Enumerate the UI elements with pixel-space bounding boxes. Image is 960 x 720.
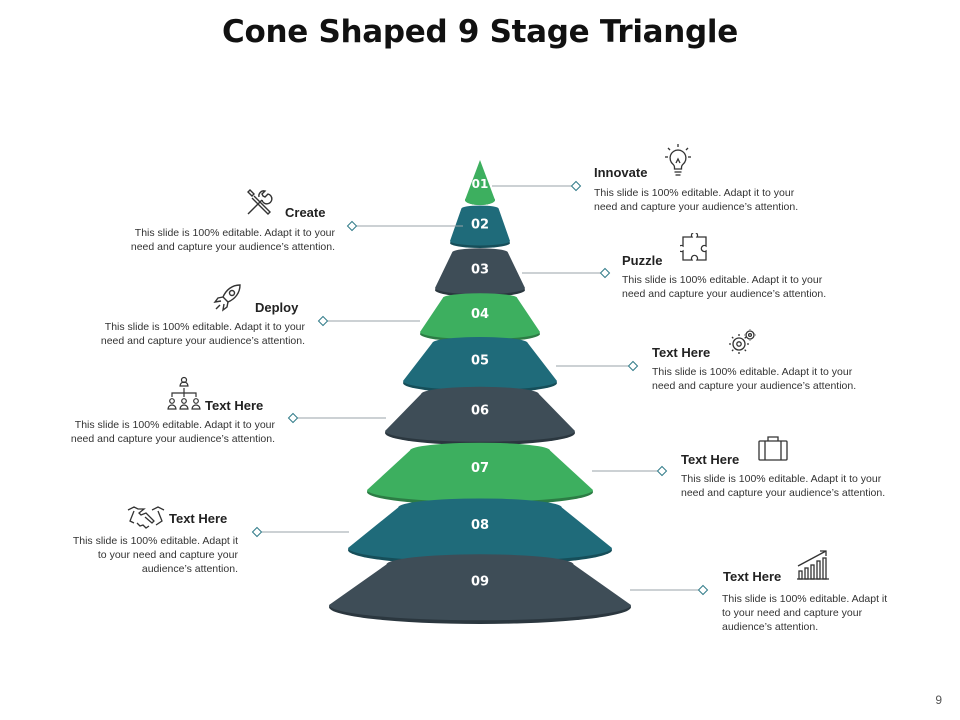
connector-diamond — [570, 180, 582, 192]
stage-number: 05 — [471, 354, 489, 369]
label-heading: Text Here — [652, 345, 711, 360]
label-heading: Text Here — [169, 511, 228, 526]
label-description: This slide is 100% editable. Adapt it to… — [652, 366, 857, 392]
connector-diamond — [251, 526, 263, 538]
stage-number: 06 — [471, 404, 489, 419]
label-heading: Innovate — [594, 165, 648, 180]
label-heading: Deploy — [255, 300, 299, 315]
connector-diamond — [287, 412, 299, 424]
page-number: 9 — [935, 693, 942, 707]
stage-number: 08 — [471, 518, 489, 533]
connector-diamond — [656, 465, 668, 477]
cone-stage-07: 07 — [367, 442, 593, 505]
label-description: This slide is 100% editable. Adapt it to… — [100, 321, 305, 347]
cone-stage-05: 05 — [403, 337, 557, 393]
cone-stage-04: 04 — [420, 293, 540, 342]
label-heading: Puzzle — [622, 253, 663, 268]
growth-chart-icon — [796, 548, 830, 580]
cone-stage-01: 01 — [465, 160, 495, 205]
stage-number: 01 — [472, 177, 489, 191]
connector-diamond — [346, 220, 358, 232]
connector-diamond — [317, 315, 329, 327]
label-description: This slide is 100% editable. Adapt it to… — [594, 187, 799, 213]
puzzle-icon — [680, 233, 712, 265]
cone-stage-06: 06 — [385, 386, 575, 445]
cone-stage-02: 02 — [450, 205, 510, 248]
connector-diamond — [599, 267, 611, 279]
page-title: Cone Shaped 9 Stage Triangle — [222, 14, 738, 50]
lightbulb-icon — [664, 143, 692, 179]
label-heading: Text Here — [723, 569, 782, 584]
briefcase-icon — [757, 434, 789, 462]
handshake-icon — [127, 505, 165, 531]
connector-diamond — [627, 360, 639, 372]
label-description: This slide is 100% editable. Adapt it to… — [70, 419, 275, 445]
connector-diamond — [697, 584, 709, 596]
label-heading: Create — [285, 205, 326, 220]
stage-number: 09 — [471, 575, 489, 590]
rocket-icon — [212, 281, 244, 313]
gears-icon — [728, 327, 758, 357]
stage-number: 03 — [471, 263, 489, 278]
label-heading: Text Here — [681, 452, 740, 467]
stage-number: 02 — [471, 218, 489, 233]
label-description: This slide is 100% editable. Adapt it to… — [681, 473, 886, 499]
stage-number: 07 — [471, 461, 489, 476]
label-description: This slide is 100% editable. Adapt it to… — [622, 274, 827, 300]
label-heading: Text Here — [205, 398, 264, 413]
tools-icon — [244, 186, 276, 218]
stage-number: 04 — [471, 307, 489, 322]
cone-stage-09: 09 — [329, 554, 631, 624]
cone-stage-03: 03 — [435, 248, 525, 297]
org-chart-icon — [167, 376, 201, 412]
label-description: This slide is 100% editable. Adapt it to… — [130, 227, 335, 253]
